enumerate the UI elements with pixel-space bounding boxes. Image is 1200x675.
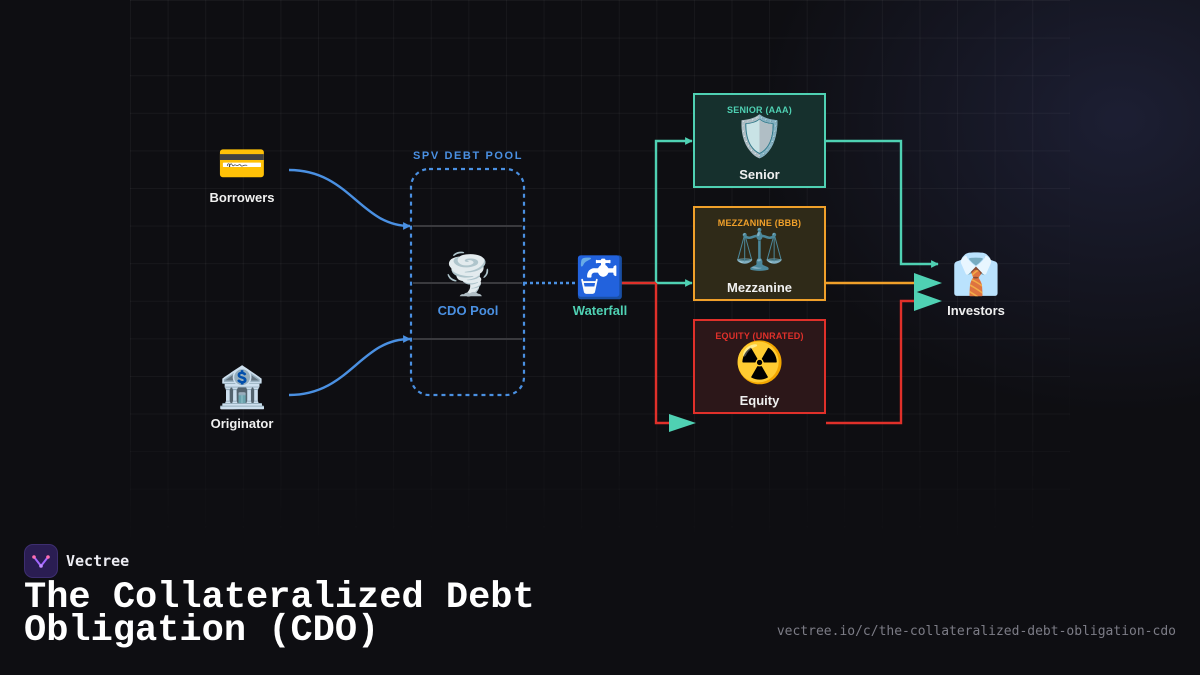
faucet-icon: 🚰 xyxy=(575,256,625,300)
page-title: The Collateralized Debt Obligation (CDO) xyxy=(24,577,535,652)
equity-tranche-name: Equity xyxy=(739,393,780,408)
page-url[interactable]: vectree.io/c/the-collateralized-debt-obl… xyxy=(776,624,1176,639)
equity-tranche: EQUITY (UNRATED) ☢️ Equity xyxy=(693,319,826,414)
equity-tranche-title: EQUITY (UNRATED) xyxy=(715,331,804,341)
originator-to-pool-arrow xyxy=(288,335,411,397)
balance-scale-icon: ⚖️ xyxy=(734,228,785,272)
waterfall-to-equity-arrow xyxy=(654,283,672,425)
senior-to-investors-arrow xyxy=(826,139,939,268)
credit-card-icon: 💳 xyxy=(217,142,267,186)
senior-tranche: SENIOR (AAA) 🛡️ Senior xyxy=(693,93,826,188)
mezzanine-to-investors-arrowhead xyxy=(914,273,942,293)
senior-tranche-name: Senior xyxy=(739,167,780,182)
spv-pool-title: SPV DEBT POOL xyxy=(412,150,524,162)
investors-label: Investors xyxy=(947,303,1005,318)
borrowers-to-pool-arrow xyxy=(288,168,411,230)
tornado-icon: 🌪️ xyxy=(443,253,493,297)
equity-to-investors-arrowhead xyxy=(914,291,942,311)
radioactive-icon: ☢️ xyxy=(734,341,785,385)
waterfall-label: Waterfall xyxy=(572,303,628,318)
borrowers-label: Borrowers xyxy=(209,190,275,205)
brand: Vectree xyxy=(24,544,129,578)
bank-icon: 🏦 xyxy=(217,366,267,410)
equity-inflow-arrowhead xyxy=(669,414,696,432)
vectree-logo-icon xyxy=(24,544,58,578)
necktie-shirt-icon: 👔 xyxy=(951,253,1001,297)
waterfall-to-senior-arrow xyxy=(654,137,693,283)
senior-tranche-title: SENIOR (AAA) xyxy=(727,105,792,115)
mezzanine-tranche-name: Mezzanine xyxy=(726,280,792,295)
cdo-pool-label: CDO Pool xyxy=(437,303,499,318)
mezzanine-tranche-title: MEZZANINE (BBB) xyxy=(717,218,802,228)
mezzanine-tranche: MEZZANINE (BBB) ⚖️ Mezzanine xyxy=(693,206,826,301)
brand-name: Vectree xyxy=(66,552,130,570)
originator-label: Originator xyxy=(210,416,274,431)
shield-icon: 🛡️ xyxy=(734,115,785,159)
background-grid xyxy=(130,0,1070,560)
equity-to-investors-line xyxy=(826,299,918,425)
